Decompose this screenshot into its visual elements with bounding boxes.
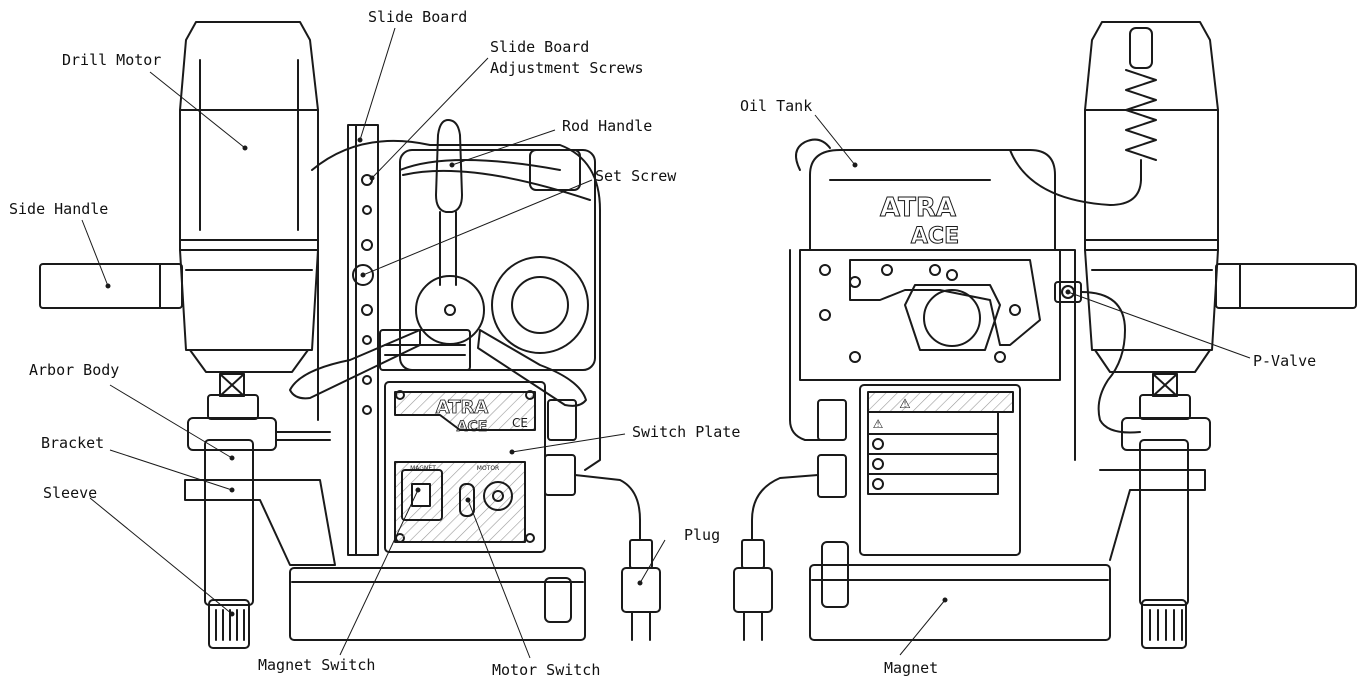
left-view (39, 21, 661, 649)
left-brand-line1: ATRA (436, 397, 489, 418)
left-arbor-body (187, 417, 277, 451)
right-p-valve (1054, 281, 1141, 434)
right-brand-line2: ACE (911, 224, 959, 249)
label-magnet-switch: Magnet Switch (258, 656, 376, 674)
left-drill-motor (179, 21, 319, 373)
left-brand-line2: ACE (457, 419, 488, 435)
left-plug (621, 539, 661, 641)
label-slide-board-adjustment-screws-1: Slide Board (490, 38, 590, 56)
right-brand-line1: ATRA (880, 193, 956, 223)
right-side-handle (1215, 263, 1357, 309)
left-ce-mark: CE (512, 416, 528, 430)
label-slide-board: Slide Board (368, 8, 468, 26)
label-set-screw: Set Screw (595, 167, 677, 185)
label-p-valve: P-Valve (1253, 352, 1317, 370)
left-slide-board (347, 124, 379, 556)
right-magnet-base (809, 564, 1111, 641)
label-oil-tank: Oil Tank (740, 97, 813, 115)
label-sleeve: Sleeve (43, 484, 98, 502)
left-side-handle (39, 263, 183, 309)
label-drill-motor: Drill Motor (62, 51, 162, 69)
left-set-screw (352, 264, 374, 286)
right-oil-tank (795, 138, 1056, 251)
label-slide-board-adjustment-screws-2: Adjustment Screws (490, 59, 644, 77)
left-magnet-panel-label: MAGNET (410, 465, 436, 472)
leader-lines (81, 27, 1251, 659)
right-sleeve (1139, 439, 1189, 606)
right-warning-symbol-2: ⚠ (873, 417, 884, 431)
label-side-handle: Side Handle (9, 200, 109, 218)
label-bracket: Bracket (41, 434, 105, 452)
label-arbor-body: Arbor Body (29, 361, 120, 379)
label-switch-plate: Switch Plate (632, 423, 741, 441)
label-motor-switch: Motor Switch (492, 661, 601, 679)
left-rod-handle (289, 119, 591, 407)
label-magnet: Magnet (884, 659, 939, 677)
right-warning-symbol: ⚠ (899, 397, 911, 412)
left-sleeve (204, 439, 254, 606)
right-plug (733, 539, 773, 641)
label-plug: Plug (684, 526, 721, 544)
left-magnet-base (289, 567, 586, 641)
label-rod-handle: Rod Handle (562, 117, 653, 135)
left-motor-panel-label: MOTOR (477, 465, 499, 472)
product-markings: ATRA ACE CE MAGNET MOTOR ATRA ACE ⚠ ⚠ (410, 193, 959, 473)
right-label-plate (859, 384, 1021, 556)
right-view (733, 21, 1357, 649)
right-drill-motor (1084, 21, 1219, 373)
